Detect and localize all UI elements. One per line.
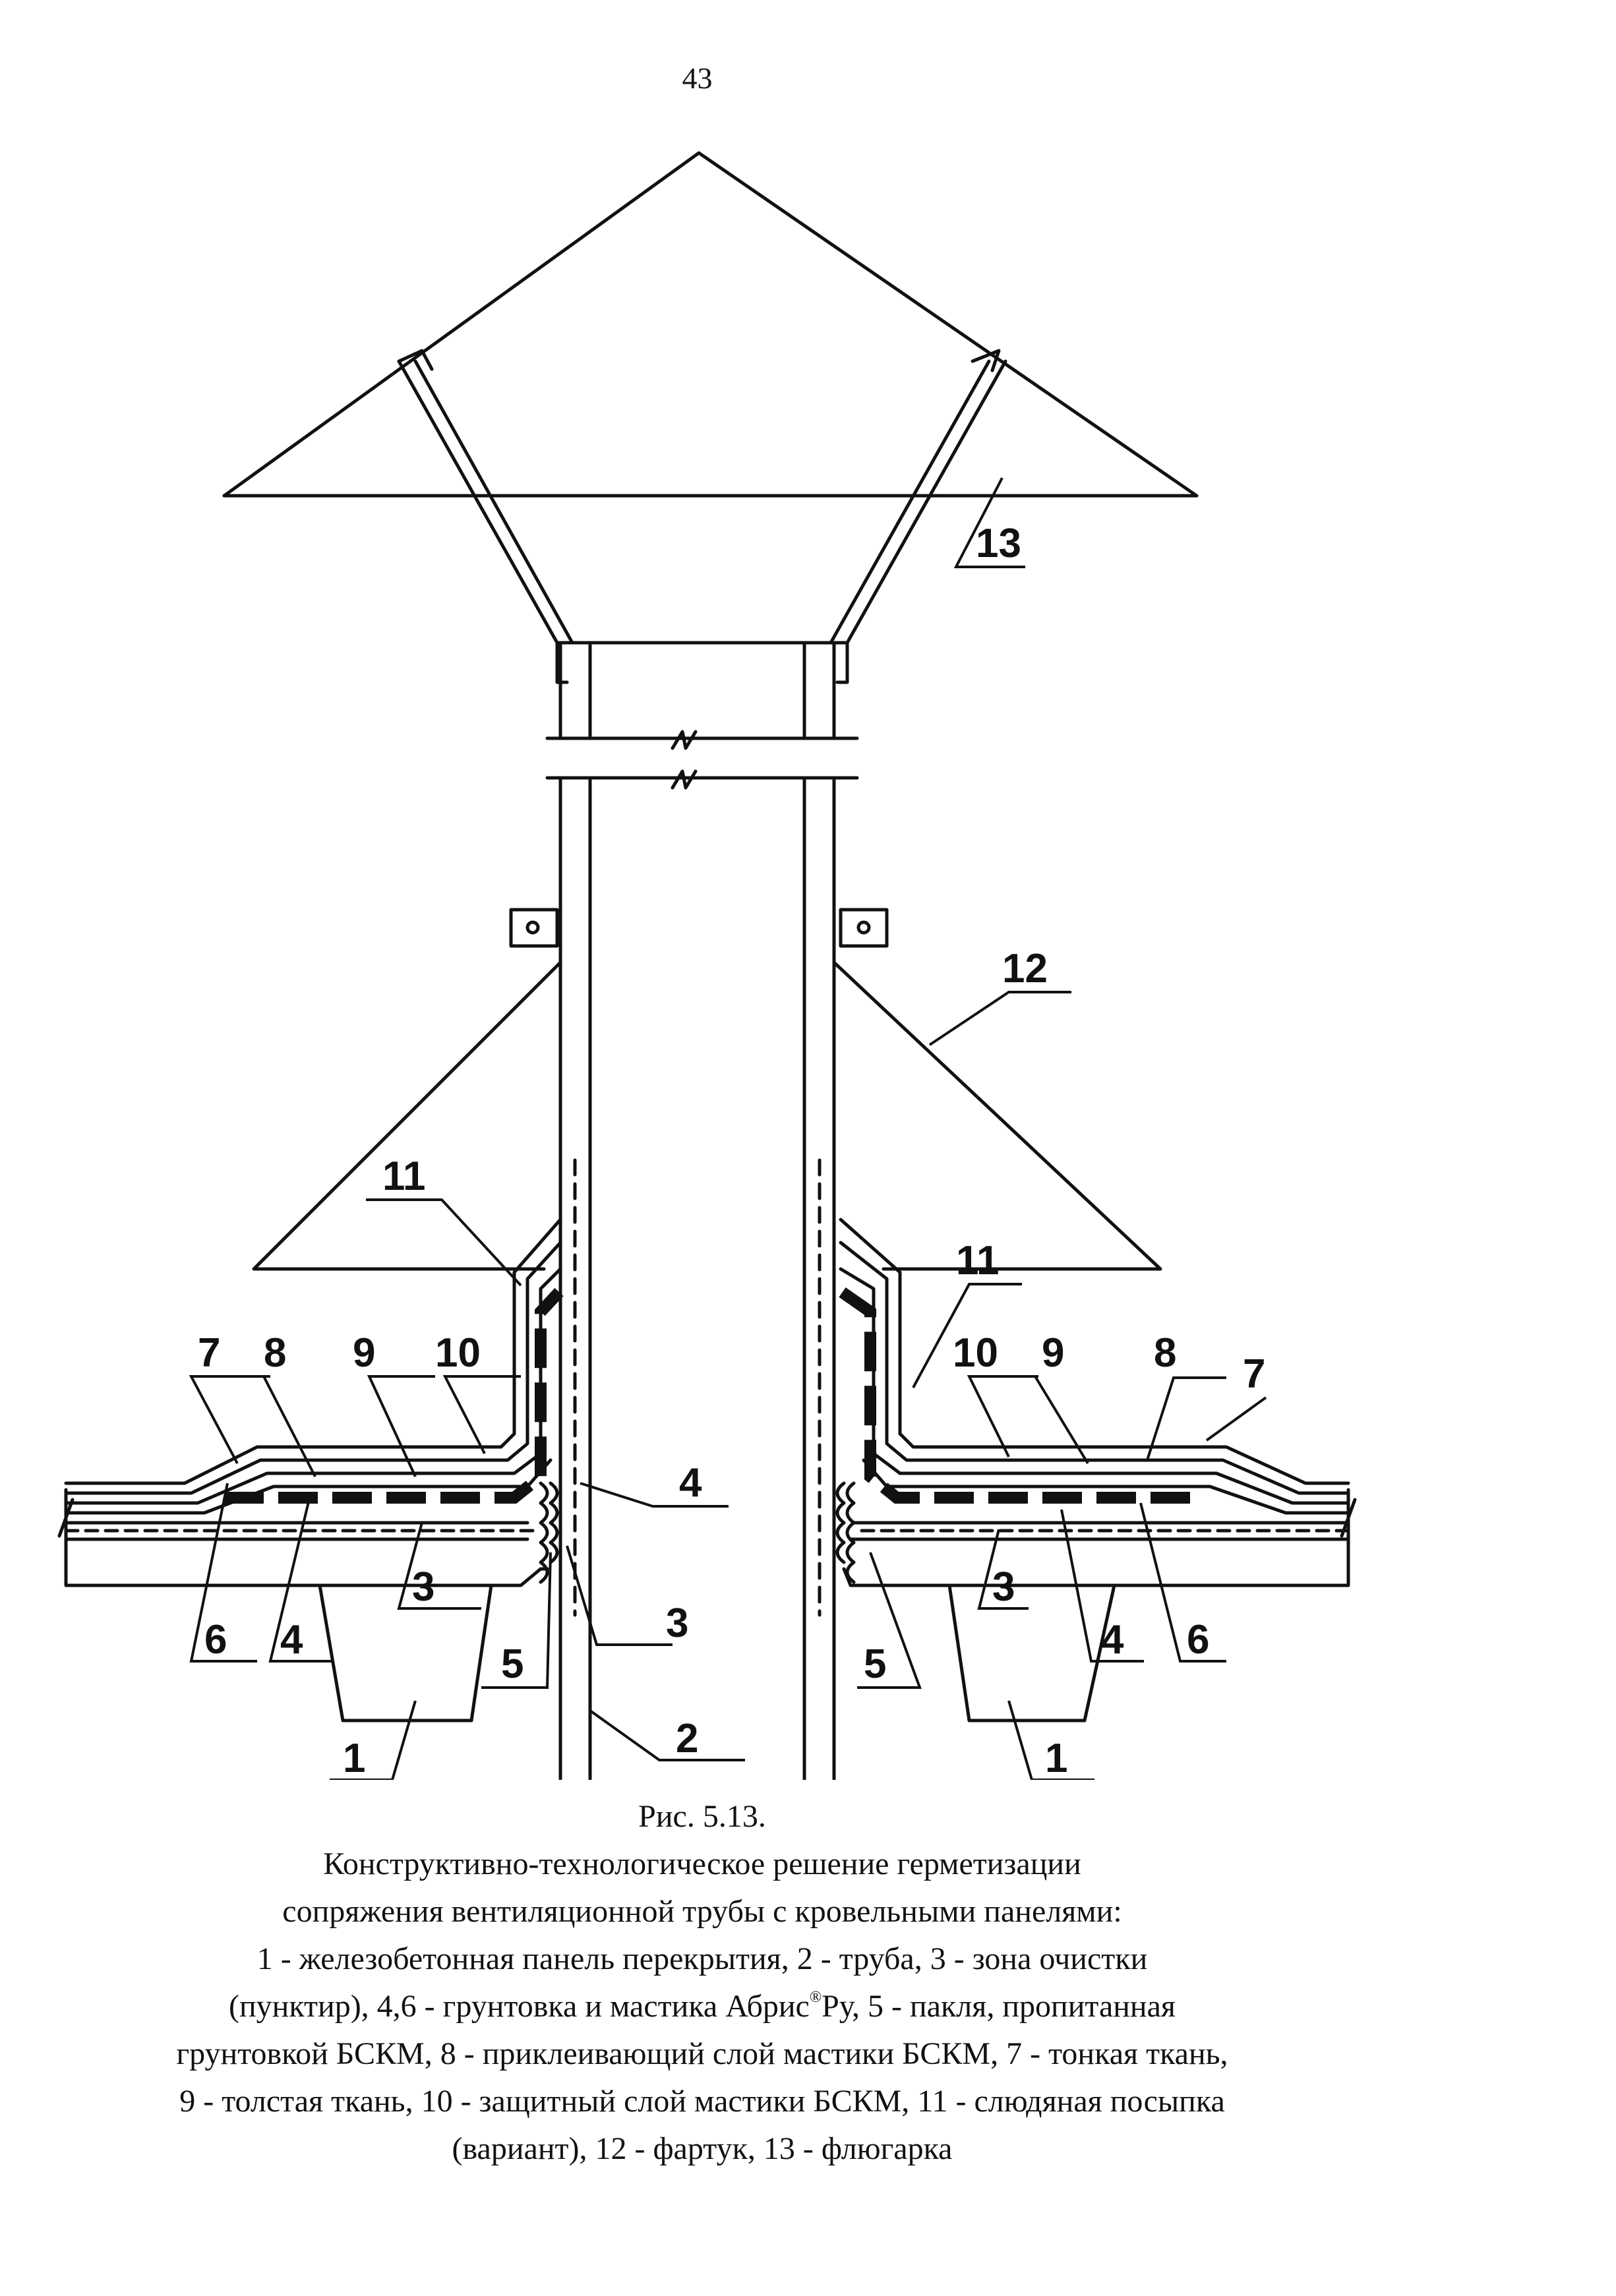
figure-label: Рис. 5.13.: [638, 1799, 766, 1834]
callout-8-left: 8: [264, 1330, 286, 1376]
callout-6-left: 6: [204, 1617, 227, 1663]
weather-cap: [222, 151, 1199, 684]
callout-9-left: 9: [353, 1330, 375, 1376]
callout-4-center: 4: [679, 1460, 702, 1506]
tow-seal: [539, 1481, 856, 1584]
caption-line-2: сопряжения вентиляционной трубы с кровел…: [282, 1894, 1122, 1929]
callout-9-right: 9: [1042, 1330, 1064, 1376]
caption-line-7: (вариант), 12 - фартук, 13 - флюгарка: [452, 2131, 953, 2166]
callout-10-right: 10: [953, 1330, 998, 1376]
callout-3-left: 3: [412, 1564, 434, 1610]
figure-caption: Рис. 5.13. Конструктивно-технологическое…: [40, 1793, 1365, 2173]
roof-layers-left: [64, 1218, 562, 1533]
callout-1-right: 1: [1045, 1736, 1067, 1780]
pipe-lower: [558, 776, 836, 1780]
callout-11-left: 11: [382, 1154, 426, 1199]
caption-line-6: 9 - толстая ткань, 10 - защитный слой ма…: [179, 2084, 1225, 2119]
caption-line-1: Конструктивно-технологическое решение ге…: [323, 1846, 1081, 1881]
callout-8-right: 8: [1154, 1330, 1176, 1376]
callout-5-right: 5: [864, 1641, 886, 1687]
caption-line-5: грунтовкой БСКМ, 8 - приклеивающий слой …: [176, 2036, 1228, 2071]
callout-11-right: 11: [956, 1238, 1000, 1283]
mastic-band-left: [224, 1287, 564, 1504]
callout-5-left: 5: [501, 1641, 524, 1687]
callout-4-left: 4: [280, 1617, 303, 1663]
callout-4-right: 4: [1101, 1617, 1124, 1663]
callout-1-left: 1: [343, 1736, 365, 1780]
callout-10-left: 10: [435, 1330, 481, 1376]
pipe-upper: [545, 641, 859, 790]
callout-6-right: 6: [1187, 1617, 1209, 1663]
caption-line-4: (пунктир), 4,6 - грунтовка и мастика Абр…: [40, 1983, 1365, 2030]
roof-layers-right: [839, 1218, 1350, 1533]
callout-12-right: 12: [1002, 946, 1048, 991]
registered-mark: ®: [809, 1989, 822, 2006]
callout-2: 2: [676, 1716, 698, 1761]
callout-3-right: 3: [992, 1564, 1015, 1610]
caption-line-3: 1 - железобетонная панель перекрытия, 2 …: [256, 1941, 1148, 1976]
page-number: 43: [682, 61, 713, 95]
mastic-band-right: [838, 1287, 1190, 1504]
caption-line-4-start: (пунктир), 4,6 - грунтовка и мастика Абр…: [228, 1989, 810, 2024]
caption-line-4-end: Ру, 5 - пакля, пропитанная: [822, 1989, 1176, 2024]
vent-pipe-sealing-drawing: 13 12 11 11 7 8 9 10 10 9 8 7 4 6 4 3 3 …: [57, 151, 1357, 1780]
callout-7-right: 7: [1243, 1351, 1265, 1397]
apron: [252, 875, 1162, 1271]
callout-13: 13: [976, 521, 1021, 566]
callout-3-center: 3: [666, 1601, 688, 1646]
callout-7-left: 7: [198, 1330, 220, 1376]
